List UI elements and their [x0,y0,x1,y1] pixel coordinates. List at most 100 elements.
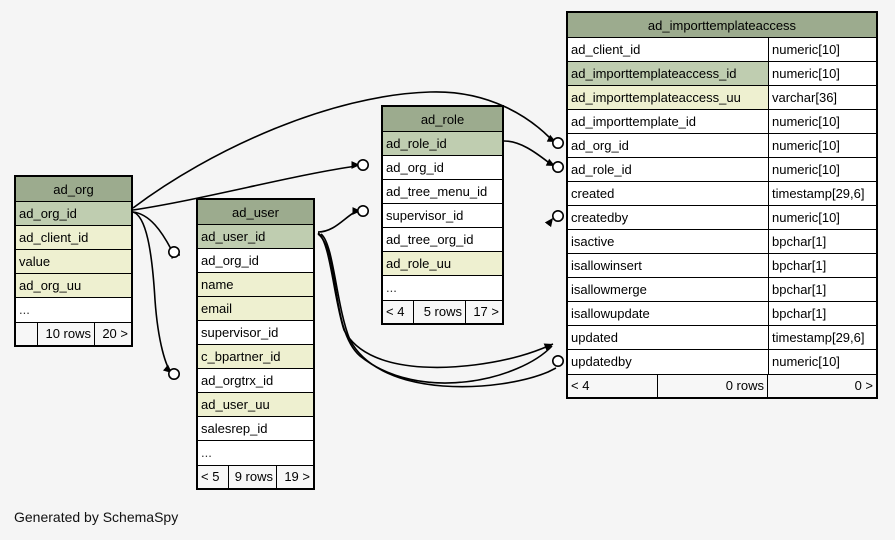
edge-endpoint-circle [551,161,564,174]
column-name: isallowupdate [568,302,768,325]
column-row: ad_tree_org_id [383,228,502,252]
table-title-ad_importtemplateaccess: ad_importtemplateaccess [568,13,876,38]
column-name: salesrep_id [198,417,313,440]
footer-prev-ad_user[interactable]: < 5 [198,466,229,488]
column-type: numeric[10] [768,62,876,85]
column-name: ad_user_uu [198,393,313,416]
column-name: ... [198,441,313,465]
column-name: isallowinsert [568,254,768,277]
column-name: ad_client_id [568,38,768,61]
column-name: ad_client_id [16,226,131,249]
column-name: supervisor_id [198,321,313,344]
column-type: numeric[10] [768,38,876,61]
footer-prev-ad_org[interactable] [16,323,38,345]
column-row: ad_org_uu [16,274,131,298]
footer-prev-ad_role[interactable]: < 4 [383,301,414,323]
column-name: ad_user_id [198,225,313,248]
footer-rows-ad_user: 9 rows [229,466,277,488]
table-footer-ad_importtemplateaccess: < 4 0 rows 0 > [568,374,876,397]
column-type: numeric[10] [768,350,876,374]
column-name: ad_role_id [383,132,502,155]
table-title-ad_org: ad_org [16,177,131,202]
footer-next-ad_user[interactable]: 19 > [277,466,313,488]
column-row: ... [16,298,131,322]
column-name: ad_org_uu [16,274,131,297]
footer-prev-ad_importtemplateaccess[interactable]: < 4 [568,375,658,397]
column-type: varchar[36] [768,86,876,109]
column-name: updatedby [568,350,768,374]
table-title-ad_user: ad_user [198,200,313,225]
table-footer-ad_org: 10 rows 20 > [16,322,131,345]
column-type: bpchar[1] [768,302,876,325]
column-row: ... [198,441,313,465]
column-row: ad_role_id [383,132,502,156]
column-name: ad_org_id [383,156,502,179]
edge-role-to-ita-roleid [503,140,556,167]
column-name: ad_role_uu [383,252,502,275]
column-row: name [198,273,313,297]
edge-endpoint-circle [551,137,564,150]
column-row: ad_user_uu [198,393,313,417]
column-name: ad_tree_org_id [383,228,502,251]
column-name: supervisor_id [383,204,502,227]
footer-rows-ad_importtemplateaccess: 0 rows [658,375,768,397]
edge-endpoint-circle [356,205,369,218]
column-row: salesrep_id [198,417,313,441]
column-row: c_bpartner_id [198,345,313,369]
footer-next-ad_importtemplateaccess[interactable]: 0 > [768,375,876,397]
edge-user-to-role-supervisor [317,207,362,233]
column-type: bpchar[1] [768,254,876,277]
column-name: isactive [568,230,768,253]
column-type: numeric[10] [768,158,876,181]
column-row: ad_org_id [16,202,131,226]
generated-by-caption: Generated by SchemaSpy [14,509,179,525]
table-footer-ad_user: < 5 9 rows 19 > [198,465,313,488]
column-row: supervisor_id [198,321,313,345]
column-name: ad_importtemplateaccess_id [568,62,768,85]
column-name: email [198,297,313,320]
edge-org-to-user-orgid [132,211,181,259]
column-row: ad_tree_menu_id [383,180,502,204]
column-row: ad_client_id [16,226,131,250]
column-type: bpchar[1] [768,278,876,301]
column-name: ad_importtemplateaccess_uu [568,86,768,109]
column-type: numeric[10] [768,110,876,133]
edge-org-to-user-orgtrx [132,211,173,374]
edge-endpoint-circle [356,159,369,172]
footer-next-ad_role[interactable]: 17 > [466,301,502,323]
column-name: createdby [568,206,768,229]
footer-next-ad_org[interactable]: 20 > [95,323,131,345]
table-title-ad_role: ad_role [383,107,502,132]
column-name: updated [568,326,768,349]
column-name: ad_org_id [568,134,768,157]
edge-endpoint-circle [168,246,181,259]
column-name: created [568,182,768,205]
column-name: ad_importtemplate_id [568,110,768,133]
column-row: ad_orgtrx_id [198,369,313,393]
column-name: ... [383,276,502,300]
column-row: ... [383,276,502,300]
footer-rows-ad_org: 10 rows [38,323,95,345]
column-type: numeric[10] [768,206,876,229]
column-row: ad_role_uu [383,252,502,276]
